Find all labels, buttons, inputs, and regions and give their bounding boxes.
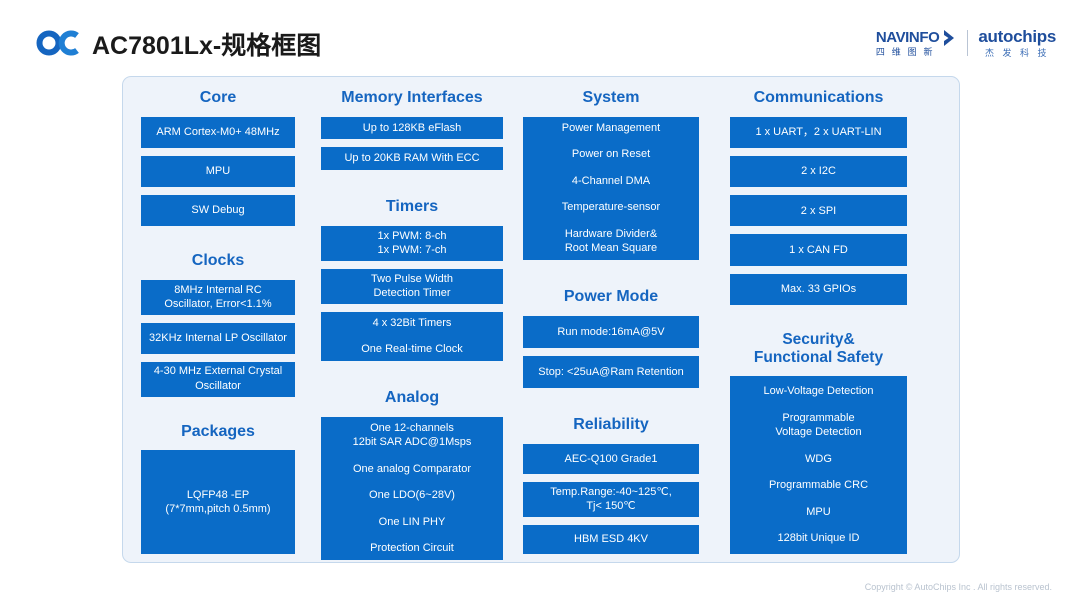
feature-text: (7*7mm,pitch 0.5mm): [165, 503, 271, 516]
navinfo-en-label: NAVINFO: [875, 28, 940, 46]
feature-text: Stop: <25uA@Ram Retention: [538, 365, 684, 378]
autochips-logo: autochips 杰 发 科 技: [978, 28, 1056, 58]
section-title-security-functional-safety: Security&Functional Safety: [753, 330, 884, 366]
feature-text: 1 x UART，2 x UART-LIN: [755, 126, 882, 139]
feature-text: 1x PWM: 8-ch: [377, 229, 447, 242]
section-title-clocks: Clocks: [191, 251, 245, 269]
feature-text: 4-30 MHz External Crystal: [153, 365, 283, 378]
column-memory-interfaces: Memory Interfaces Up to 128KB eFlash Up to…: [313, 77, 511, 562]
feature-text: HBM ESD 4KV: [574, 533, 648, 545]
brand-logos: NAVINFO 四 维 图 新 autochips 杰 发 科 技: [876, 26, 1056, 60]
feature-text: One LDO(6~28V): [369, 489, 455, 502]
navinfo-logo: NAVINFO 四 维 图 新: [876, 29, 958, 57]
feature-text: Protection Circuit: [370, 542, 454, 555]
feature-text: SW Debug: [191, 203, 245, 216]
feature-block: ARM Cortex-M0+ 48MHz: [141, 116, 295, 148]
feature-text: Temperature-sensor: [561, 201, 661, 214]
feature-text: 1x PWM: 7-ch: [377, 244, 447, 257]
feature-block: 1 x CAN FD: [730, 234, 907, 266]
section-title-core: Core: [199, 89, 237, 106]
section-title-timers: Timers: [385, 197, 439, 215]
oc-logo-icon: [36, 30, 82, 56]
feature-text: Run mode:16mA@5V: [557, 325, 665, 338]
feature-text: Hardware Divider&Root Mean Square: [564, 227, 658, 255]
copyright-footer: Copyright © AutoChips Inc . All rights r…: [864, 582, 1052, 592]
feature-block: Max. 33 GPIOs: [730, 273, 907, 305]
feature-text: Two Pulse Width: [371, 272, 453, 285]
navinfo-cn-label: 四 维 图 新: [875, 47, 935, 57]
feature-text: Up to 20KB RAM With ECC: [344, 152, 480, 165]
feature-text: One analog Comparator: [352, 462, 471, 475]
page-header: AC7801Lx-规格框图 NAVINFO 四 维 图 新 autochips …: [0, 0, 1080, 76]
feature-text: WDG: [805, 452, 832, 465]
section-title-power-mode: Power Mode: [563, 287, 659, 305]
feature-text: 8MHz Internal RC: [174, 283, 262, 296]
feature-block: Up to 20KB RAM With ECC: [321, 147, 503, 170]
column-communications: Communications 1 x UART，2 x UART-LIN 2 x I…: [711, 77, 926, 562]
feature-text: One LIN PHY: [378, 515, 446, 528]
feature-text: Programmable CRC: [768, 479, 869, 492]
feature-text: 1 x CAN FD: [789, 243, 848, 256]
section-title-memory-interfaces: Memory Interfaces: [341, 89, 483, 106]
feature-text: 2 x SPI: [800, 204, 837, 217]
feature-text: 128bit Unique ID: [777, 532, 860, 545]
feature-text: Power on Reset: [571, 148, 651, 161]
feature-text: 4-Channel DMA: [571, 174, 651, 187]
feature-block: Run mode:16mA@5V: [523, 315, 699, 348]
feature-text: ARM Cortex-M0+ 48MHz: [156, 126, 280, 139]
feature-text: 2 x I2C: [801, 165, 836, 178]
feature-block: 1 x UART，2 x UART-LIN: [730, 116, 907, 149]
feature-block: LQFP48 -EP (7*7mm,pitch 0.5mm): [141, 450, 295, 554]
feature-text: Power Management: [561, 121, 661, 134]
section-title-analog: Analog: [384, 388, 440, 406]
feature-text: MPU: [806, 505, 831, 518]
feature-block: 1x PWM: 8-ch 1x PWM: 7-ch: [321, 225, 503, 261]
feature-block: Stop: <25uA@Ram Retention: [523, 356, 699, 389]
feature-block: Up to 128KB eFlash: [321, 116, 503, 140]
feature-text: Max. 33 GPIOs: [780, 282, 857, 295]
autochips-en-label: autochips: [978, 27, 1056, 46]
section-title-system: System: [582, 89, 640, 106]
feature-text: Tj< 150℃: [586, 500, 636, 513]
section-title-reliability: Reliability: [573, 416, 649, 434]
feature-text: AEC-Q100 Grade1: [564, 452, 658, 465]
autochips-cn-label: 杰 发 科 技: [984, 48, 1050, 58]
chevron-right-icon: [941, 29, 957, 46]
feature-text: Low-Voltage Detection: [763, 385, 874, 398]
feature-text: LQFP48 -EP: [186, 488, 250, 501]
page-title: AC7801Lx-规格框图: [92, 32, 322, 60]
feature-block: 2 x I2C: [730, 156, 907, 188]
feature-text: 32KHz Internal LP Oscillator: [149, 331, 287, 344]
feature-text: One Real-time Clock: [361, 343, 463, 356]
feature-block: MPU: [141, 155, 295, 187]
feature-block: SW Debug: [141, 194, 295, 226]
feature-block: 2 x SPI: [730, 195, 907, 227]
feature-block: 8MHz Internal RC Oscillator, Error<1.1%: [141, 279, 295, 315]
feature-text: Detection Timer: [373, 287, 451, 300]
feature-block: AEC-Q100 Grade1: [523, 444, 699, 474]
feature-block: HBM ESD 4KV: [523, 524, 699, 554]
feature-text: Oscillator, Error<1.1%: [164, 298, 272, 311]
feature-text: Temp.Range:-40~125℃,: [550, 485, 672, 498]
brand-divider: [967, 30, 969, 56]
feature-block: Temp.Range:-40~125℃, Tj< 150℃: [523, 481, 699, 517]
feature-text: 4 x 32Bit Timers: [372, 316, 452, 329]
feature-block: 32KHz Internal LP Oscillator: [141, 322, 295, 354]
section-title-communications: Communications: [753, 89, 884, 106]
feature-text: Oscillator: [195, 380, 241, 392]
section-title-packages: Packages: [181, 422, 255, 440]
feature-text: Up to 128KB eFlash: [362, 121, 462, 134]
feature-text: MPU: [205, 165, 231, 178]
